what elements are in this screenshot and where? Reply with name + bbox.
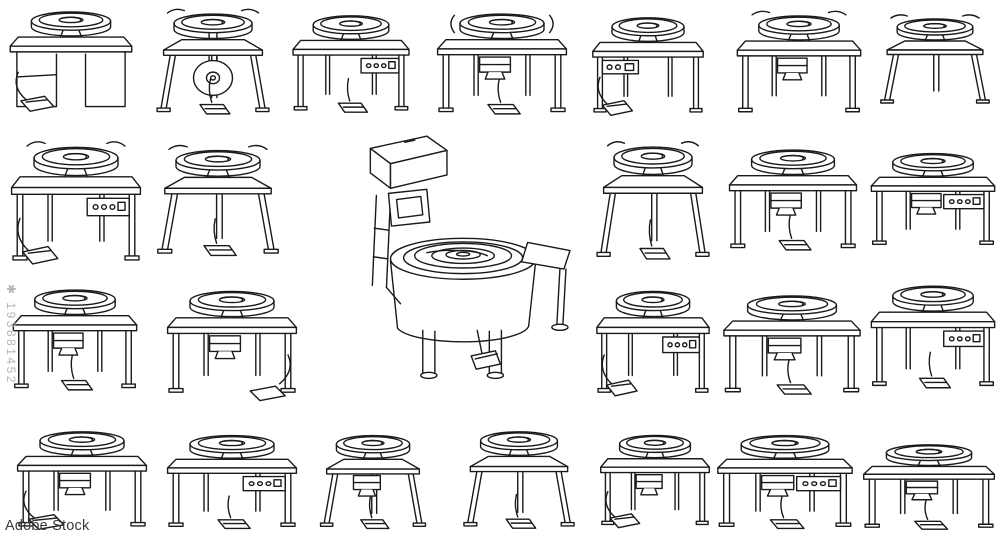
pottery-wheel-9 — [158, 146, 278, 256]
pottery-wheel-23 — [718, 436, 852, 529]
pottery-wheel-16 — [724, 296, 860, 394]
pottery-wheel-24 — [864, 445, 995, 529]
pottery-wheel-large-center — [370, 136, 570, 378]
pottery-wheel-12 — [871, 154, 994, 245]
stock-id-watermark: ✱ 193881452 — [4, 284, 18, 385]
pottery-wheel-17 — [871, 286, 994, 387]
pottery-wheel-21 — [464, 432, 574, 528]
pottery-wheel-18 — [18, 432, 147, 529]
pottery-wheel-3 — [293, 16, 409, 112]
pottery-wheel-15 — [597, 291, 709, 395]
pottery-wheel-22 — [601, 435, 710, 527]
pottery-wheel-14 — [168, 291, 297, 400]
pottery-wheel-20 — [321, 436, 426, 529]
pottery-wheel-11 — [730, 150, 857, 250]
pottery-wheel-8 — [12, 142, 141, 264]
stock-id-text: ✱ 193881452 — [4, 284, 18, 385]
pottery-wheel-19 — [168, 436, 297, 529]
pottery-wheel-13 — [13, 290, 136, 390]
pottery-wheel-5 — [593, 18, 703, 115]
pottery-wheel-4 — [438, 14, 567, 114]
pottery-wheel-1 — [10, 12, 131, 111]
pottery-wheel-10 — [597, 142, 709, 259]
adobe-stock-watermark: Adobe Stock — [5, 518, 90, 534]
pottery-wheel-6 — [737, 11, 860, 111]
pottery-wheel-2 — [157, 9, 269, 114]
pottery-wheel-7 — [881, 15, 989, 103]
